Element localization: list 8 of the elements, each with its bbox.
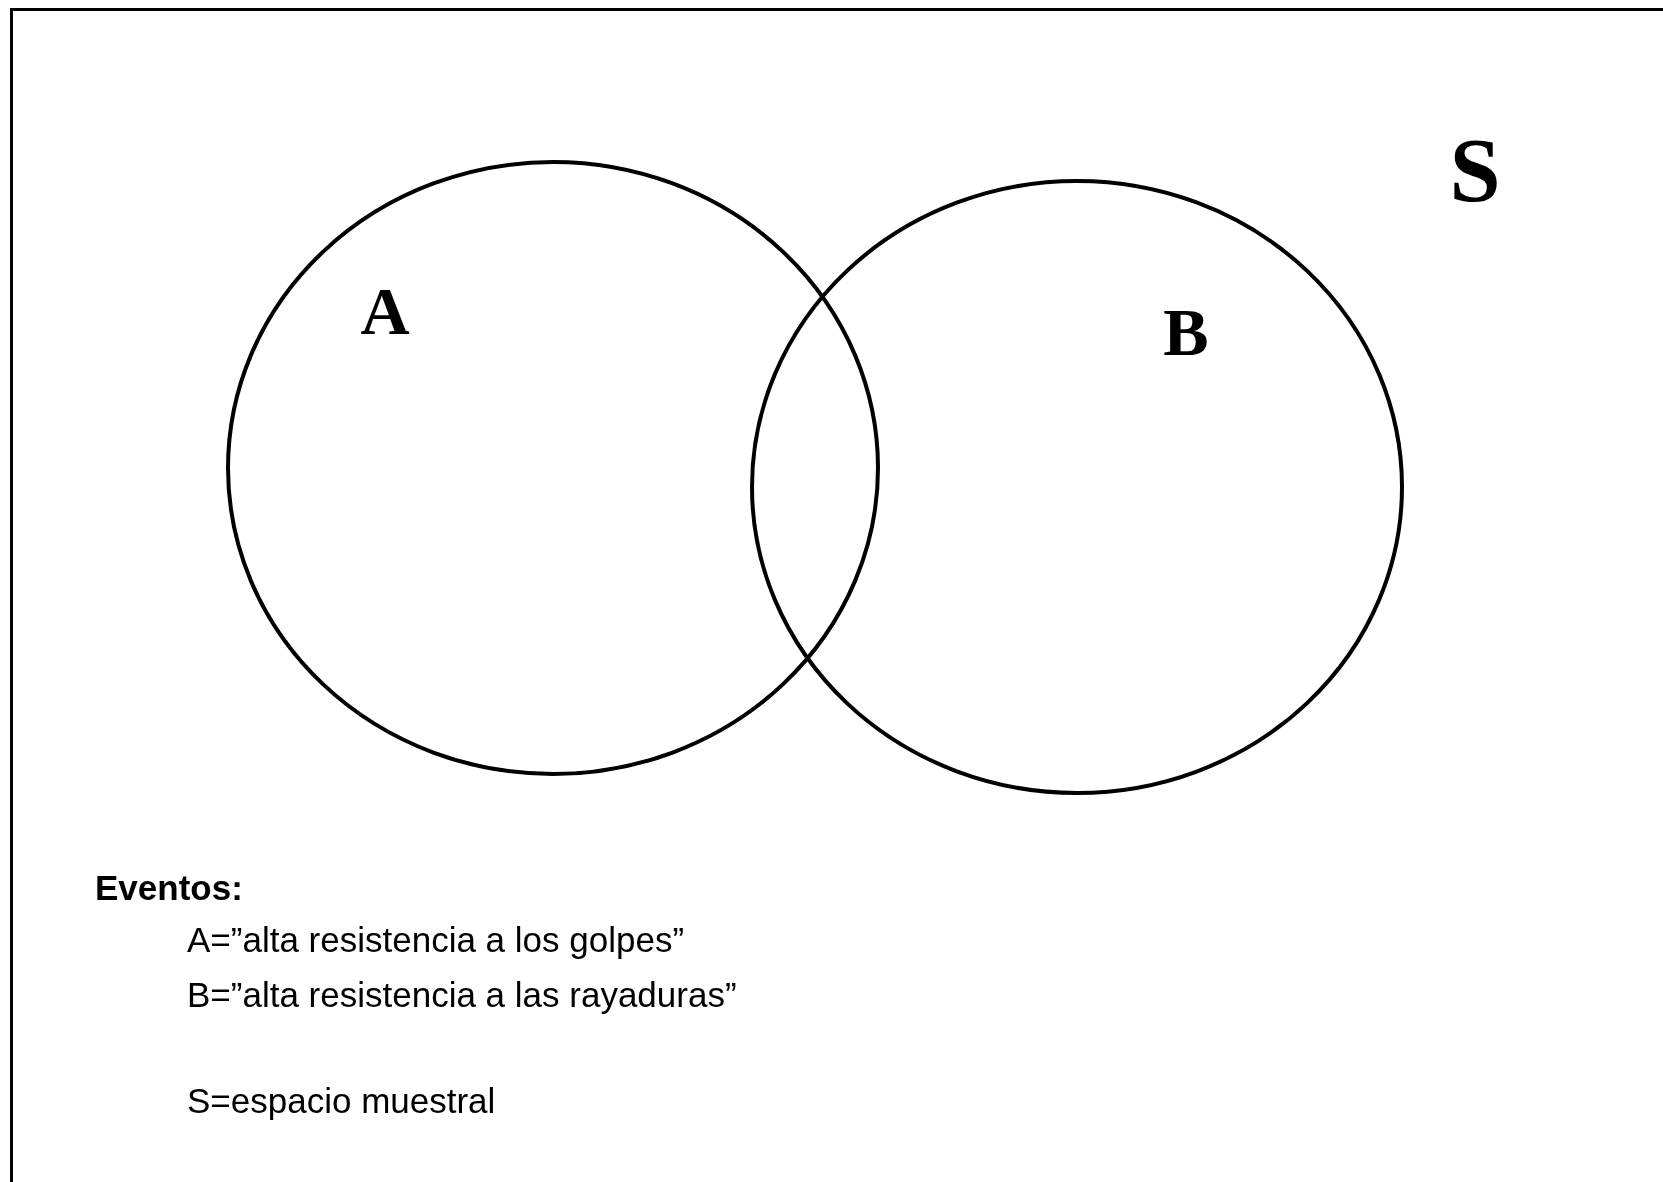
- space-label: S: [1449, 124, 1501, 216]
- legend-text: S=espacio muestral: [187, 1082, 496, 1118]
- legend-text: A=”alta resistencia a los golpes”: [187, 921, 685, 957]
- legend-heading: Eventos:: [95, 869, 243, 905]
- set-label: B: [1163, 298, 1209, 366]
- set-label: A: [360, 277, 410, 345]
- sample-space-frame: [10, 8, 1663, 1182]
- legend-text: B=”alta resistencia a las rayaduras”: [187, 976, 737, 1012]
